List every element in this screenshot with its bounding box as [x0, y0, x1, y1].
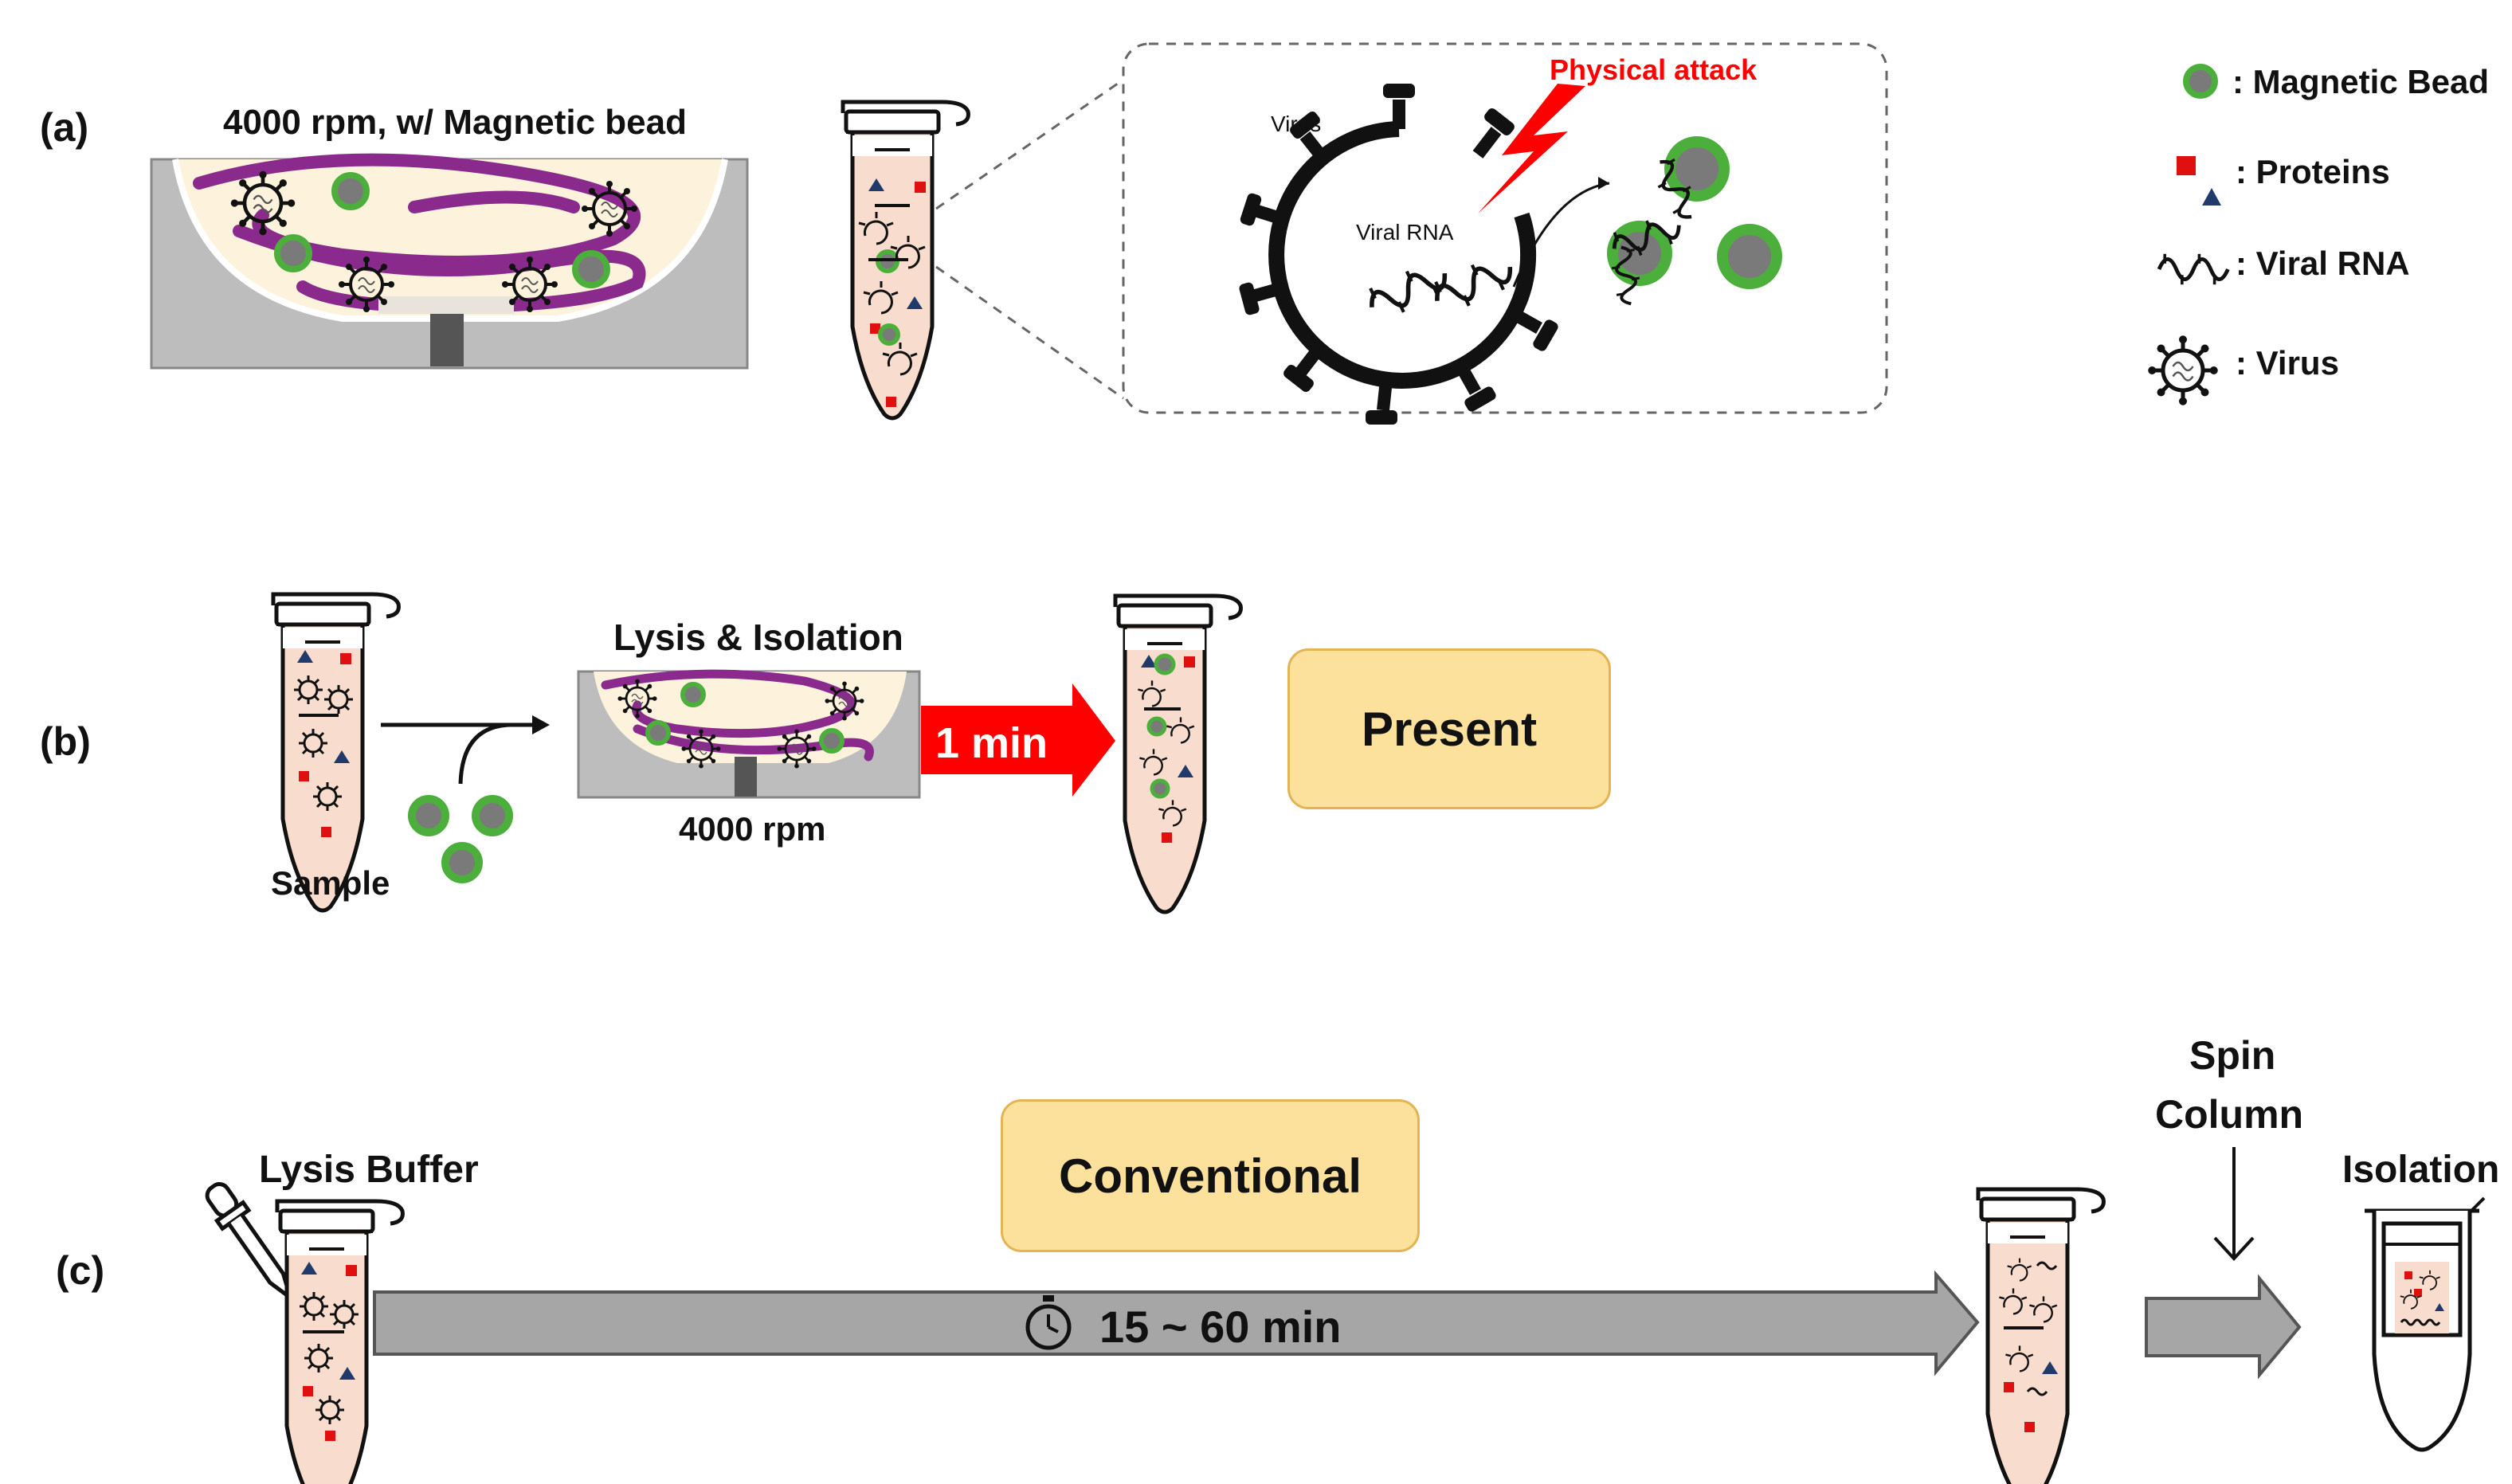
isolation-label: Isolation: [2342, 1149, 2500, 1191]
mix-arrow-b: [381, 715, 550, 785]
magnetic-bead-icon: [2183, 64, 2218, 99]
viral-rna-label: Viral RNA: [1356, 220, 1454, 245]
panel-b-label: (b): [40, 719, 91, 764]
tube-a: [843, 102, 968, 418]
sample-label: Sample: [271, 864, 390, 902]
tube-b-result: [1115, 596, 1240, 912]
legend-icons: [2148, 64, 2228, 405]
zoom-beads: [1607, 136, 1782, 308]
lysis-buffer-label: Lysis Buffer: [259, 1149, 479, 1191]
panel-c-label: (c): [56, 1248, 105, 1293]
lysis-isolation-title: Lysis & Isolation: [613, 617, 903, 658]
legend-protein-label: : Proteins: [2236, 153, 2390, 190]
spin-column-tube: [2365, 1196, 2486, 1452]
legend-bead-label: : Magnetic Bead: [2232, 63, 2490, 100]
panel-a-label: (a): [40, 105, 89, 150]
tube-b-sample: [273, 594, 398, 910]
tube-c-start: [277, 1201, 402, 1484]
bead-cluster-b: [408, 795, 513, 883]
panel-a-condition: 4000 rpm, w/ Magnetic bead: [223, 103, 687, 142]
column-label: Column: [2155, 1092, 2304, 1137]
attack-label: Physical attack: [1550, 53, 1758, 86]
time-label-c: 15 ~ 60 min: [1099, 1302, 1342, 1352]
zoom-box: [935, 42, 1888, 414]
virus-label: Virus: [1271, 112, 1322, 136]
spin-label: Spin: [2189, 1033, 2276, 1078]
red-arrow-b: [921, 683, 1115, 797]
bead-set-a: [274, 172, 610, 288]
large-virus: [1239, 84, 1610, 425]
present-tag: Present: [1287, 648, 1611, 809]
legend-virus-label: : Virus: [2236, 344, 2339, 382]
physical-attack-bolt: [1478, 84, 1585, 213]
virus-icon: [2148, 335, 2218, 405]
conventional-tag: Conventional: [1001, 1099, 1420, 1252]
gray-arrow-c: [373, 1270, 1980, 1376]
protein-icon: [2177, 156, 2221, 206]
timer-icon: [1025, 1295, 1072, 1350]
speed-label-b: 4000 rpm: [679, 810, 826, 848]
viral-rna-icon: [2159, 254, 2228, 284]
tube-c-lysed: [1978, 1189, 2103, 1484]
bowl-a: [150, 153, 749, 370]
time-label-b: 1 min: [935, 719, 1048, 767]
bowl-b: [577, 669, 921, 799]
legend-rna-label: : Viral RNA: [2236, 245, 2410, 282]
gray-arrow-c2: [2145, 1274, 2302, 1380]
down-arrow-c: [2213, 1147, 2255, 1261]
